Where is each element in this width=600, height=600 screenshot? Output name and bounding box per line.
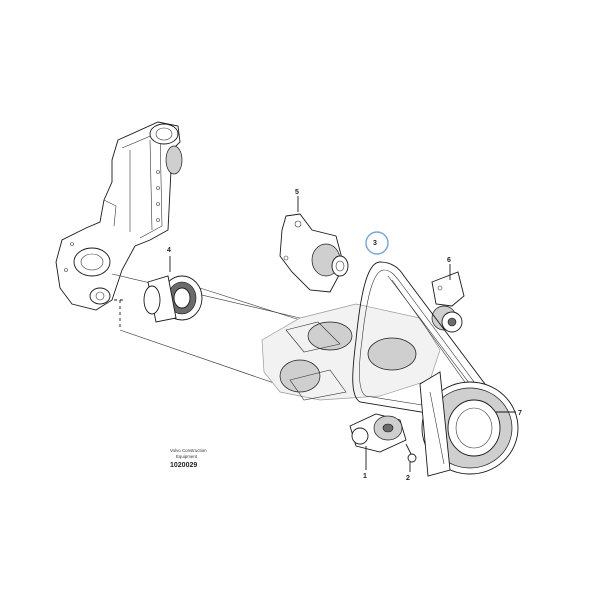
- part-1-tensioner: [349, 413, 407, 470]
- callout-1: 1: [363, 473, 367, 480]
- selected-callout-ring[interactable]: [365, 231, 389, 255]
- callout-3: 3: [373, 240, 377, 247]
- figure-number: 1020029: [170, 462, 197, 469]
- callout-5: 5: [295, 189, 299, 196]
- part-5-tensioner-bracket: [279, 196, 349, 293]
- brand-line-1: Volvo Construction: [170, 448, 207, 453]
- callout-4: 4: [167, 247, 171, 254]
- part-7-crankshaft-pulley: [419, 371, 519, 477]
- brand-line-2: Equipment: [176, 454, 198, 459]
- part-4-vibration-damper: [143, 256, 203, 323]
- callout-2: 2: [406, 475, 410, 482]
- timing-cover-housing: [55, 121, 183, 311]
- part-2-bolt: [405, 443, 417, 472]
- part-6-idler-pulley: [431, 264, 465, 333]
- dashed-leader-lines: [111, 273, 301, 393]
- callout-7: 7: [518, 410, 522, 417]
- crankshaft: [261, 303, 441, 401]
- callout-6: 6: [447, 257, 451, 264]
- part-3-drive-belt: [352, 261, 491, 421]
